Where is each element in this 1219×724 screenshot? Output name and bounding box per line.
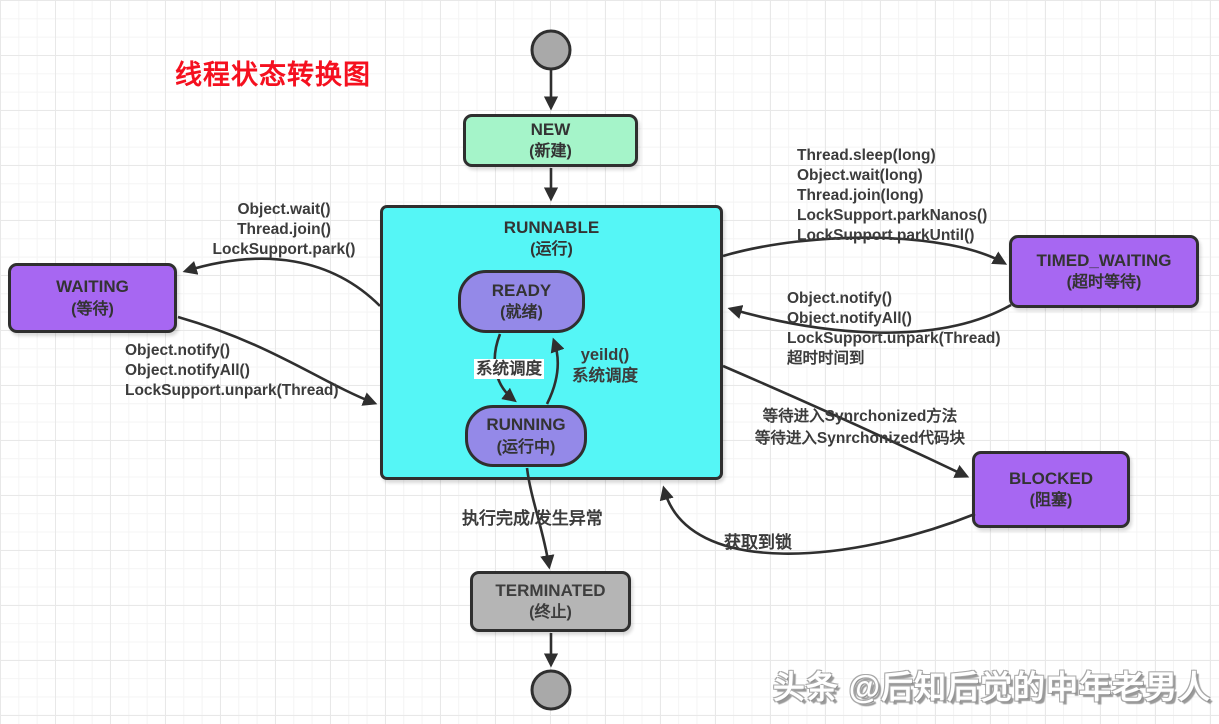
label-line: Object.notifyAll() (787, 310, 912, 327)
state-node-timed-waiting: TIMED_WAITING (超时等待) (1009, 235, 1199, 308)
state-sublabel: (终止) (529, 604, 572, 622)
label-line: Object.wait(long) (797, 167, 923, 184)
label-line: Thread.join(long) (797, 187, 924, 204)
state-label: NEW (530, 119, 571, 139)
state-sublabel: (阻塞) (1029, 492, 1073, 510)
state-node-new: NEW (新建) (463, 114, 638, 167)
label-line: LockSupport.unpark(Thread) (125, 382, 339, 399)
state-node-terminated: TERMINATED (终止) (470, 571, 631, 632)
end-node (530, 669, 572, 711)
state-label: TERMINATED (495, 580, 606, 600)
state-label: WAITING (56, 277, 129, 297)
label-line: Object.notify() (787, 290, 893, 307)
state-label: BLOCKED (1008, 468, 1094, 488)
label-runnable-to-timed-waiting: Thread.sleep(long) Object.wait(long) Thr… (797, 146, 987, 246)
label-line: 等待进入Synrchonized代码块 (754, 430, 966, 447)
state-node-waiting: WAITING (等待) (8, 263, 177, 333)
start-node (530, 29, 572, 71)
label-line: Object.wait() (237, 201, 331, 218)
label-line: Thread.join() (237, 221, 331, 238)
state-node-blocked: BLOCKED (阻塞) (972, 451, 1130, 528)
state-sublabel: (运行中) (496, 438, 556, 456)
label-line: yeild() (580, 346, 630, 364)
state-sublabel: (超时等待) (1066, 274, 1142, 292)
label-line: 超时时间到 (787, 350, 865, 367)
state-node-running: RUNNING (运行中) (465, 405, 587, 467)
label-ready-to-running: 系统调度 (474, 359, 544, 379)
diagram-title: 线程状态转换图 (175, 60, 371, 90)
state-label: RUNNABLE (503, 218, 600, 237)
label-line: Object.notifyAll() (125, 362, 250, 379)
watermark: 头条 @后知后觉的中年老男人 (772, 669, 1211, 705)
label-line: 等待进入Synrchonized方法 (762, 408, 958, 425)
label-line: LockSupport.park() (212, 241, 356, 258)
label-running-to-ready: yeild() 系统调度 (562, 345, 648, 387)
edge-runnable-to-waiting (182, 257, 381, 307)
state-label: READY (491, 280, 552, 300)
state-label: RUNNING (486, 415, 566, 435)
state-label: TIMED_WAITING (1036, 250, 1172, 270)
state-sublabel: (新建) (529, 143, 572, 161)
label-blocked-to-runnable: 获取到锁 (724, 533, 792, 553)
label-runnable-to-blocked: 等待进入Synrchonized方法 等待进入Synrchonized代码块 (740, 406, 980, 450)
label-line: LockSupport.parkUntil() (797, 227, 975, 244)
runnable-caption: RUNNABLE (运行) (383, 217, 720, 261)
label-runnable-to-waiting: Object.wait() Thread.join() LockSupport.… (204, 200, 364, 260)
label-line: 系统调度 (476, 360, 542, 378)
label-line: LockSupport.unpark(Thread) (787, 330, 1001, 347)
edge-blocked-to-runnable (659, 485, 976, 555)
state-node-ready: READY (就绪) (458, 270, 585, 333)
label-line: Thread.sleep(long) (797, 147, 936, 164)
state-sublabel: (就绪) (500, 304, 543, 322)
label-line: LockSupport.parkNanos() (797, 207, 988, 224)
state-sublabel: (等待) (71, 300, 114, 318)
label-running-to-terminated: 执行完成/发生异常 (462, 509, 603, 529)
state-sublabel: (运行) (530, 241, 573, 259)
label-line: 系统调度 (572, 367, 638, 385)
label-line: 执行完成/发生异常 (462, 509, 603, 528)
label-line: Object.notify() (125, 342, 231, 359)
label-waiting-to-runnable: Object.notify() Object.notifyAll() LockS… (125, 341, 339, 401)
label-timed-waiting-to-runnable: Object.notify() Object.notifyAll() LockS… (787, 289, 1001, 369)
label-line: 获取到锁 (724, 533, 792, 552)
